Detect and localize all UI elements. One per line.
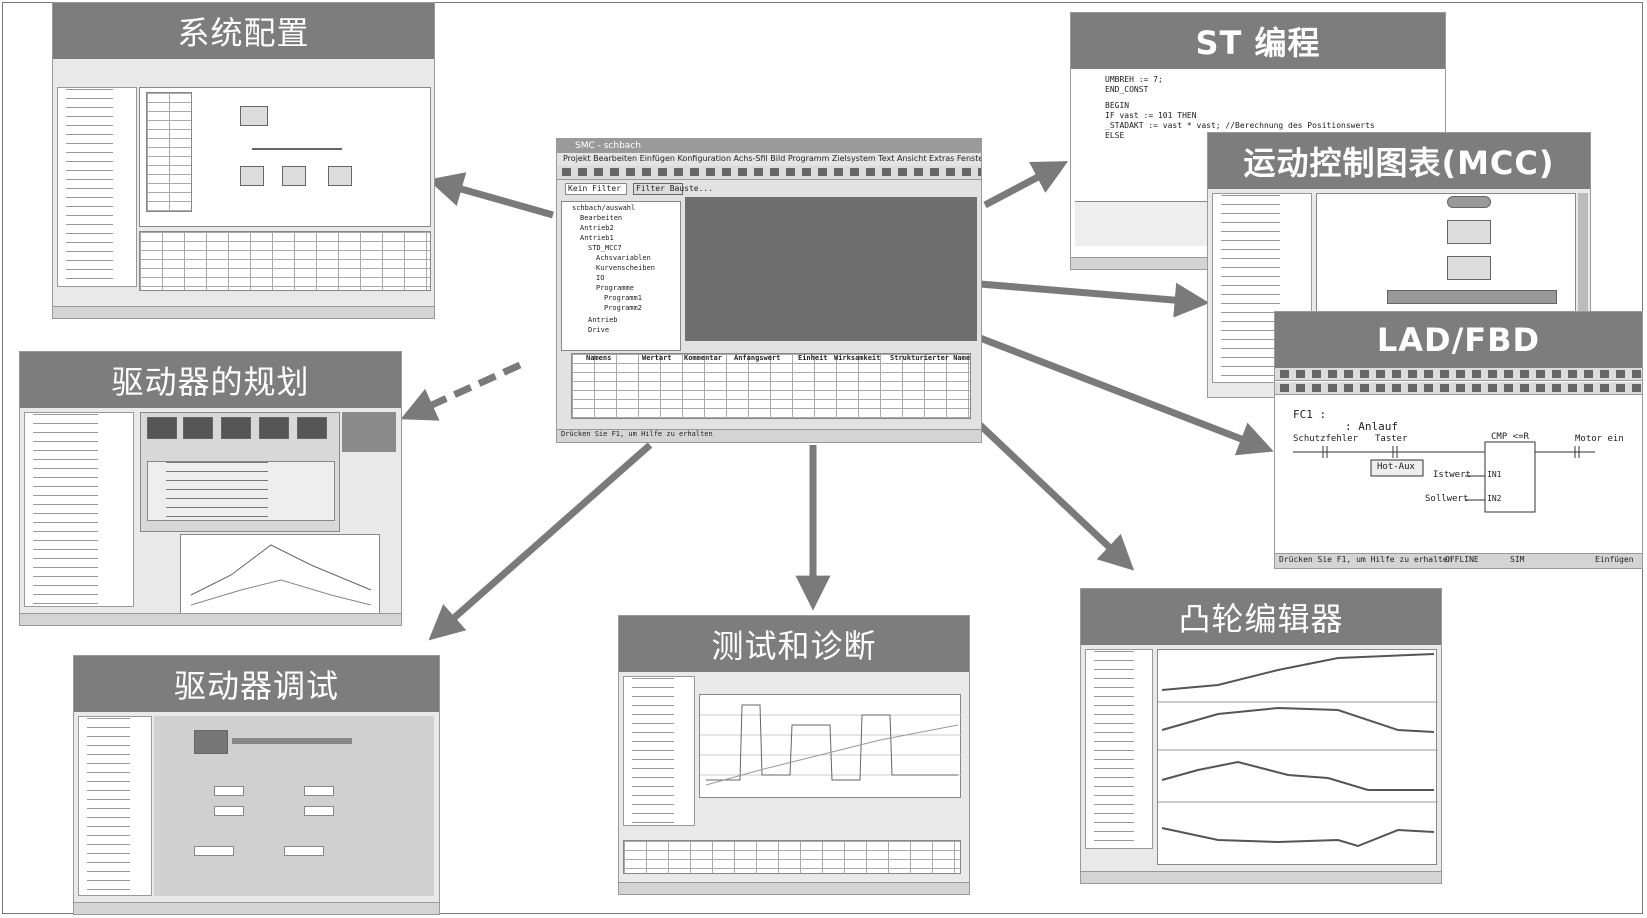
arrow-to-cam-editor [977, 422, 1135, 571]
panel-screenshot [20, 408, 401, 625]
arrow-to-mcc [979, 280, 1210, 318]
commissioning-form [154, 716, 434, 896]
in1-pin: IN1 [1487, 470, 1502, 479]
panel-title: 凸轮编辑器 [1081, 589, 1441, 645]
panel-test-diagnostics: 测试和诊断 [618, 615, 970, 895]
panel-screenshot [619, 672, 969, 894]
panel-title: 测试和诊断 [619, 616, 969, 672]
center-main-window: SMC - schbach Projekt Bearbeiten Einfüge… [556, 138, 982, 443]
network-comment: : Anlauf [1345, 420, 1398, 433]
project-tree: schbach/auswahl Bearbeiten Antrieb2 Antr… [561, 201, 681, 351]
panel-screenshot [74, 712, 439, 914]
workspace-area [685, 197, 977, 341]
tree-view [24, 412, 134, 607]
arrow-to-st [983, 161, 1069, 209]
in2-pin: IN2 [1487, 494, 1502, 503]
torque-chart [180, 534, 380, 614]
output-coil: Motor ein [1575, 434, 1624, 444]
tree-view [623, 676, 695, 826]
window-title: SMC - schbach [557, 139, 981, 153]
tree-view [1085, 649, 1153, 849]
network-label: FC1 : [1293, 408, 1327, 421]
tree-view [1212, 193, 1312, 383]
variable-table: Namens Wertart Kommentar Anfangswert Ein… [571, 353, 971, 419]
compare-block: CMP <=R [1491, 432, 1529, 442]
tree-view [57, 87, 137, 287]
panel-title: ST 编程 [1071, 13, 1445, 69]
panel-lad-fbd: LAD/FBD FC1 : : Anlauf Schutzfehler Tast… [1274, 311, 1643, 569]
status-bar: Drücken Sie F1, um Hilfe zu erhalten [557, 429, 981, 442]
panel-drive-planning: 驱动器的规划 [19, 351, 402, 626]
panel-title: 驱动器调试 [74, 656, 439, 712]
panel-title: 驱动器的规划 [20, 352, 401, 408]
motor-selection-dialog [140, 412, 340, 532]
trace-chart [699, 694, 962, 798]
panel-title: 运动控制图表(MCC) [1208, 133, 1590, 189]
cam-profiles [1157, 649, 1438, 865]
panel-cam-editor: 凸轮编辑器 [1080, 588, 1442, 884]
in1-var: Istwert [1433, 470, 1471, 480]
panel-screenshot [53, 59, 434, 318]
topology-canvas [139, 87, 431, 227]
property-table [139, 231, 431, 291]
filter-select[interactable]: Kein Filter [565, 183, 627, 195]
arrow-to-lad-fbd [978, 334, 1274, 456]
arrow-to-drive-commissioning [428, 442, 653, 641]
panel-screenshot: FC1 : : Anlauf Schutzfehler Taster Hot-A… [1275, 368, 1642, 568]
variable-table [623, 840, 961, 874]
panel-title: LAD/FBD [1275, 312, 1642, 368]
panel-title: 系统配置 [53, 3, 434, 59]
in2-var: Sollwert [1425, 494, 1469, 504]
status-bar: Drücken Sie F1, um Hilfe zu erhalten OFF… [1275, 553, 1642, 568]
panel-drive-commissioning: 驱动器调试 [73, 655, 440, 915]
filter-button[interactable]: Filter Bauste... [633, 183, 713, 195]
tree-view [78, 716, 152, 896]
coil-box: Hot-Aux [1377, 462, 1415, 472]
arrow-to-system-config [427, 172, 554, 219]
panel-screenshot [1081, 645, 1441, 883]
menu-bar[interactable]: Projekt Bearbeiten Einfügen Konfiguratio… [557, 153, 981, 165]
contact-2: Taster [1375, 434, 1408, 444]
arrow-to-drive-planning [400, 361, 522, 421]
panel-system-config: 系统配置 [52, 2, 435, 319]
toolbar[interactable] [557, 166, 981, 180]
contact-1: Schutzfehler [1293, 434, 1359, 444]
